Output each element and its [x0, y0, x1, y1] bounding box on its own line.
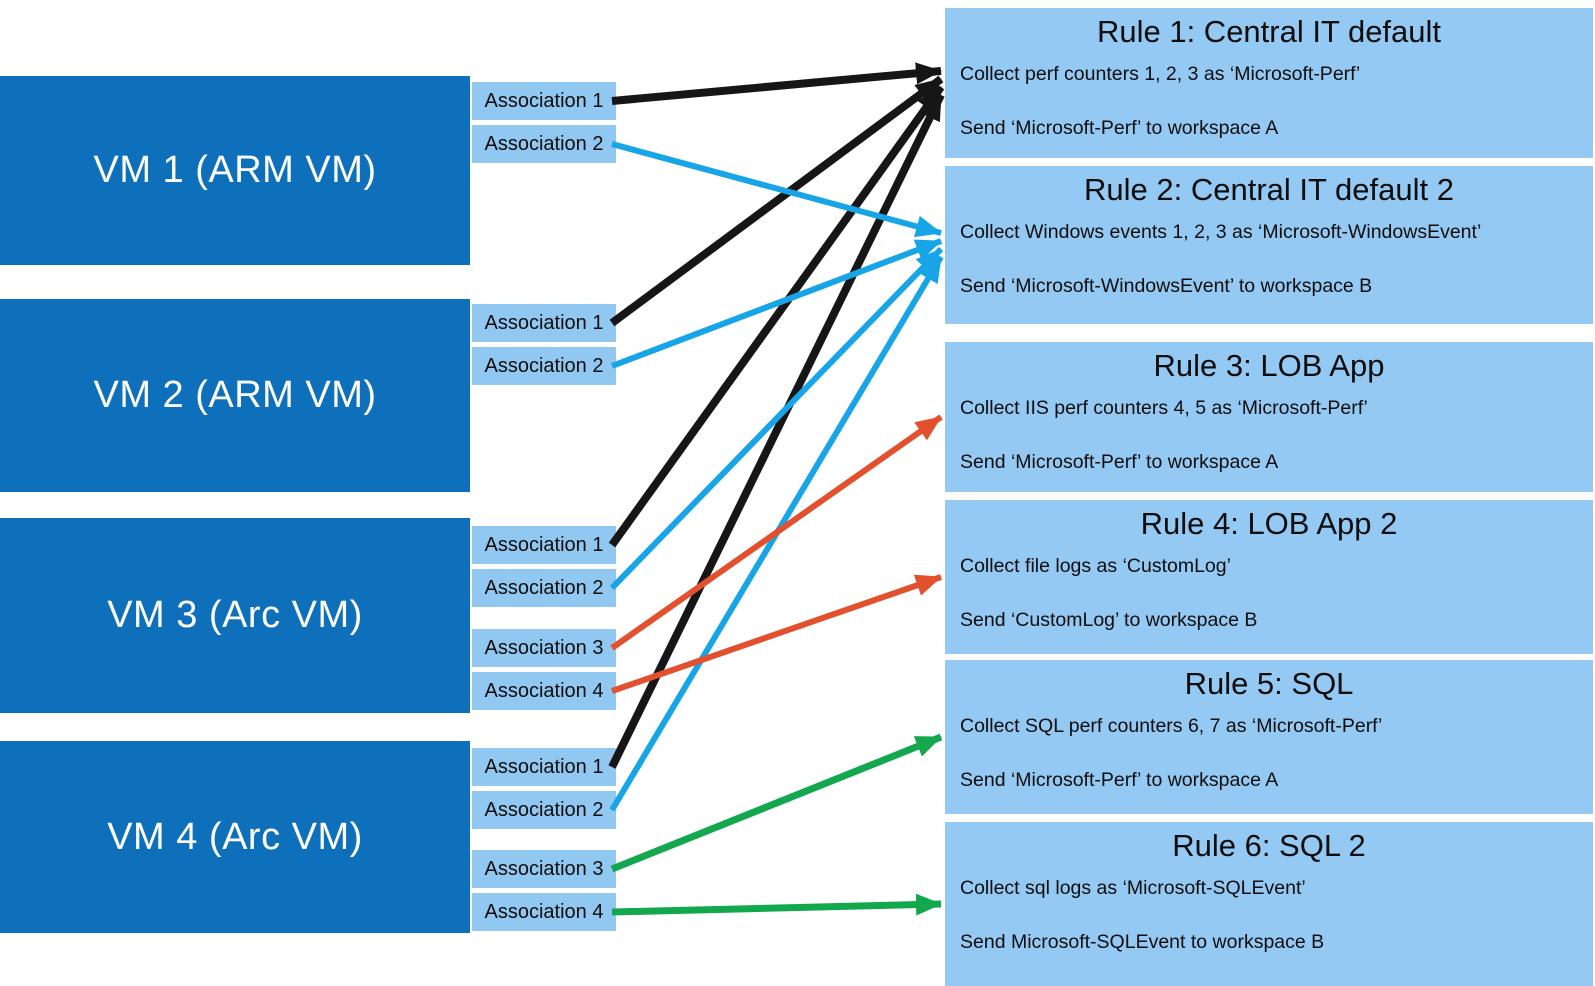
rule-6-box: Rule 6: SQL 2 Collect sql logs as ‘Micro… [945, 822, 1593, 986]
arrow-vm2-a1-to-rule1 [609, 75, 944, 327]
arrow-vm4-a1-to-rule1 [608, 93, 945, 769]
vm2-association-2: Association 2 [472, 347, 616, 385]
rule-1-title: Rule 1: Central IT default [1096, 14, 1442, 49]
rule-4-send: Send ‘CustomLog’ to workspace B [960, 609, 1258, 631]
vm3-association-3: Association 3 [472, 629, 616, 667]
vm4-label: VM 4 (Arc VM) [107, 815, 363, 858]
vm4-association-3: Association 3 [472, 850, 616, 888]
vm3-association-1: Association 1 [472, 526, 616, 564]
vm4-association-2: Association 2 [472, 791, 616, 829]
vm3-label: VM 3 (Arc VM) [107, 594, 363, 636]
arrow-vm4-a4-to-rule6 [611, 893, 942, 916]
vm3-association-4: Association 4 [472, 672, 616, 710]
vm2-box: VM 2 (ARM VM) [0, 299, 470, 492]
arrow-vm3-a1-to-rule1 [608, 84, 945, 548]
vm1-association-1: Association 1 [472, 82, 616, 120]
arrow-vm1-a1-to-rule1 [611, 62, 942, 105]
rule-1-collect: Collect perf counters 1, 2, 3 as ‘Micros… [960, 63, 1361, 85]
vm1-association-2: Association 2 [472, 125, 616, 163]
rule-5-collect: Collect SQL perf counters 6, 7 as ‘Micro… [960, 715, 1383, 737]
arrow-vm3-a2-to-rule2 [609, 246, 944, 591]
rule-1-send: Send ‘Microsoft-Perf’ to workspace A [960, 117, 1279, 139]
rule-6-title: Rule 6: SQL 2 [1172, 828, 1366, 863]
arrow-vm4-a2-to-rule2 [609, 255, 944, 812]
rule-6-collect: Collect sql logs as ‘Microsoft-SQLEvent’ [960, 877, 1306, 899]
rule-2-box: Rule 2: Central IT default 2 Collect Win… [945, 166, 1593, 324]
rule-4-collect: Collect file logs as ‘CustomLog’ [960, 555, 1231, 577]
rule-5-box: Rule 5: SQL Collect SQL perf counters 6,… [945, 660, 1593, 814]
vm3-box: VM 3 (Arc VM) [0, 518, 470, 713]
rule-5-send: Send ‘Microsoft-Perf’ to workspace A [960, 769, 1279, 791]
vm3-association-2: Association 2 [472, 569, 616, 607]
rule-2-title: Rule 2: Central IT default 2 [1084, 172, 1454, 207]
vm4-box: VM 4 (Arc VM) [0, 741, 470, 933]
vm2-label: VM 2 (ARM VM) [93, 374, 377, 416]
rule-2-send: Send ‘Microsoft-WindowsEvent’ to workspa… [960, 275, 1373, 297]
arrow-vm3-a4-to-rule4 [611, 574, 942, 694]
rule-6-send: Send Microsoft-SQLEvent to workspace B [960, 931, 1325, 953]
vm1-box: VM 1 (ARM VM) [0, 76, 470, 265]
rule-3-box: Rule 3: LOB App Collect IIS perf counter… [945, 342, 1593, 492]
vm1-label: VM 1 (ARM VM) [93, 149, 377, 191]
rule-4-title: Rule 4: LOB App 2 [1140, 506, 1398, 541]
arrow-vm2-a2-to-rule2 [610, 238, 943, 369]
rule-4-box: Rule 4: LOB App 2 Collect file logs as ‘… [945, 500, 1593, 654]
arrow-vm3-a3-to-rule3 [610, 414, 943, 651]
rule-5-title: Rule 5: SQL [1184, 666, 1354, 701]
rule-3-title: Rule 3: LOB App [1153, 348, 1385, 383]
vm2-association-1: Association 1 [472, 304, 616, 342]
arrow-vm1-a2-to-rule2 [611, 141, 942, 238]
arrow-vm4-a3-to-rule5 [610, 733, 943, 873]
rule-3-collect: Collect IIS perf counters 4, 5 as ‘Micro… [960, 397, 1368, 419]
rule-3-send: Send ‘Microsoft-Perf’ to workspace A [960, 451, 1279, 473]
vm4-association-4: Association 4 [472, 893, 616, 931]
rule-2-collect: Collect Windows events 1, 2, 3 as ‘Micro… [960, 221, 1482, 243]
vm4-association-1: Association 1 [472, 748, 616, 786]
rule-1-box: Rule 1: Central IT default Collect perf … [945, 8, 1593, 158]
